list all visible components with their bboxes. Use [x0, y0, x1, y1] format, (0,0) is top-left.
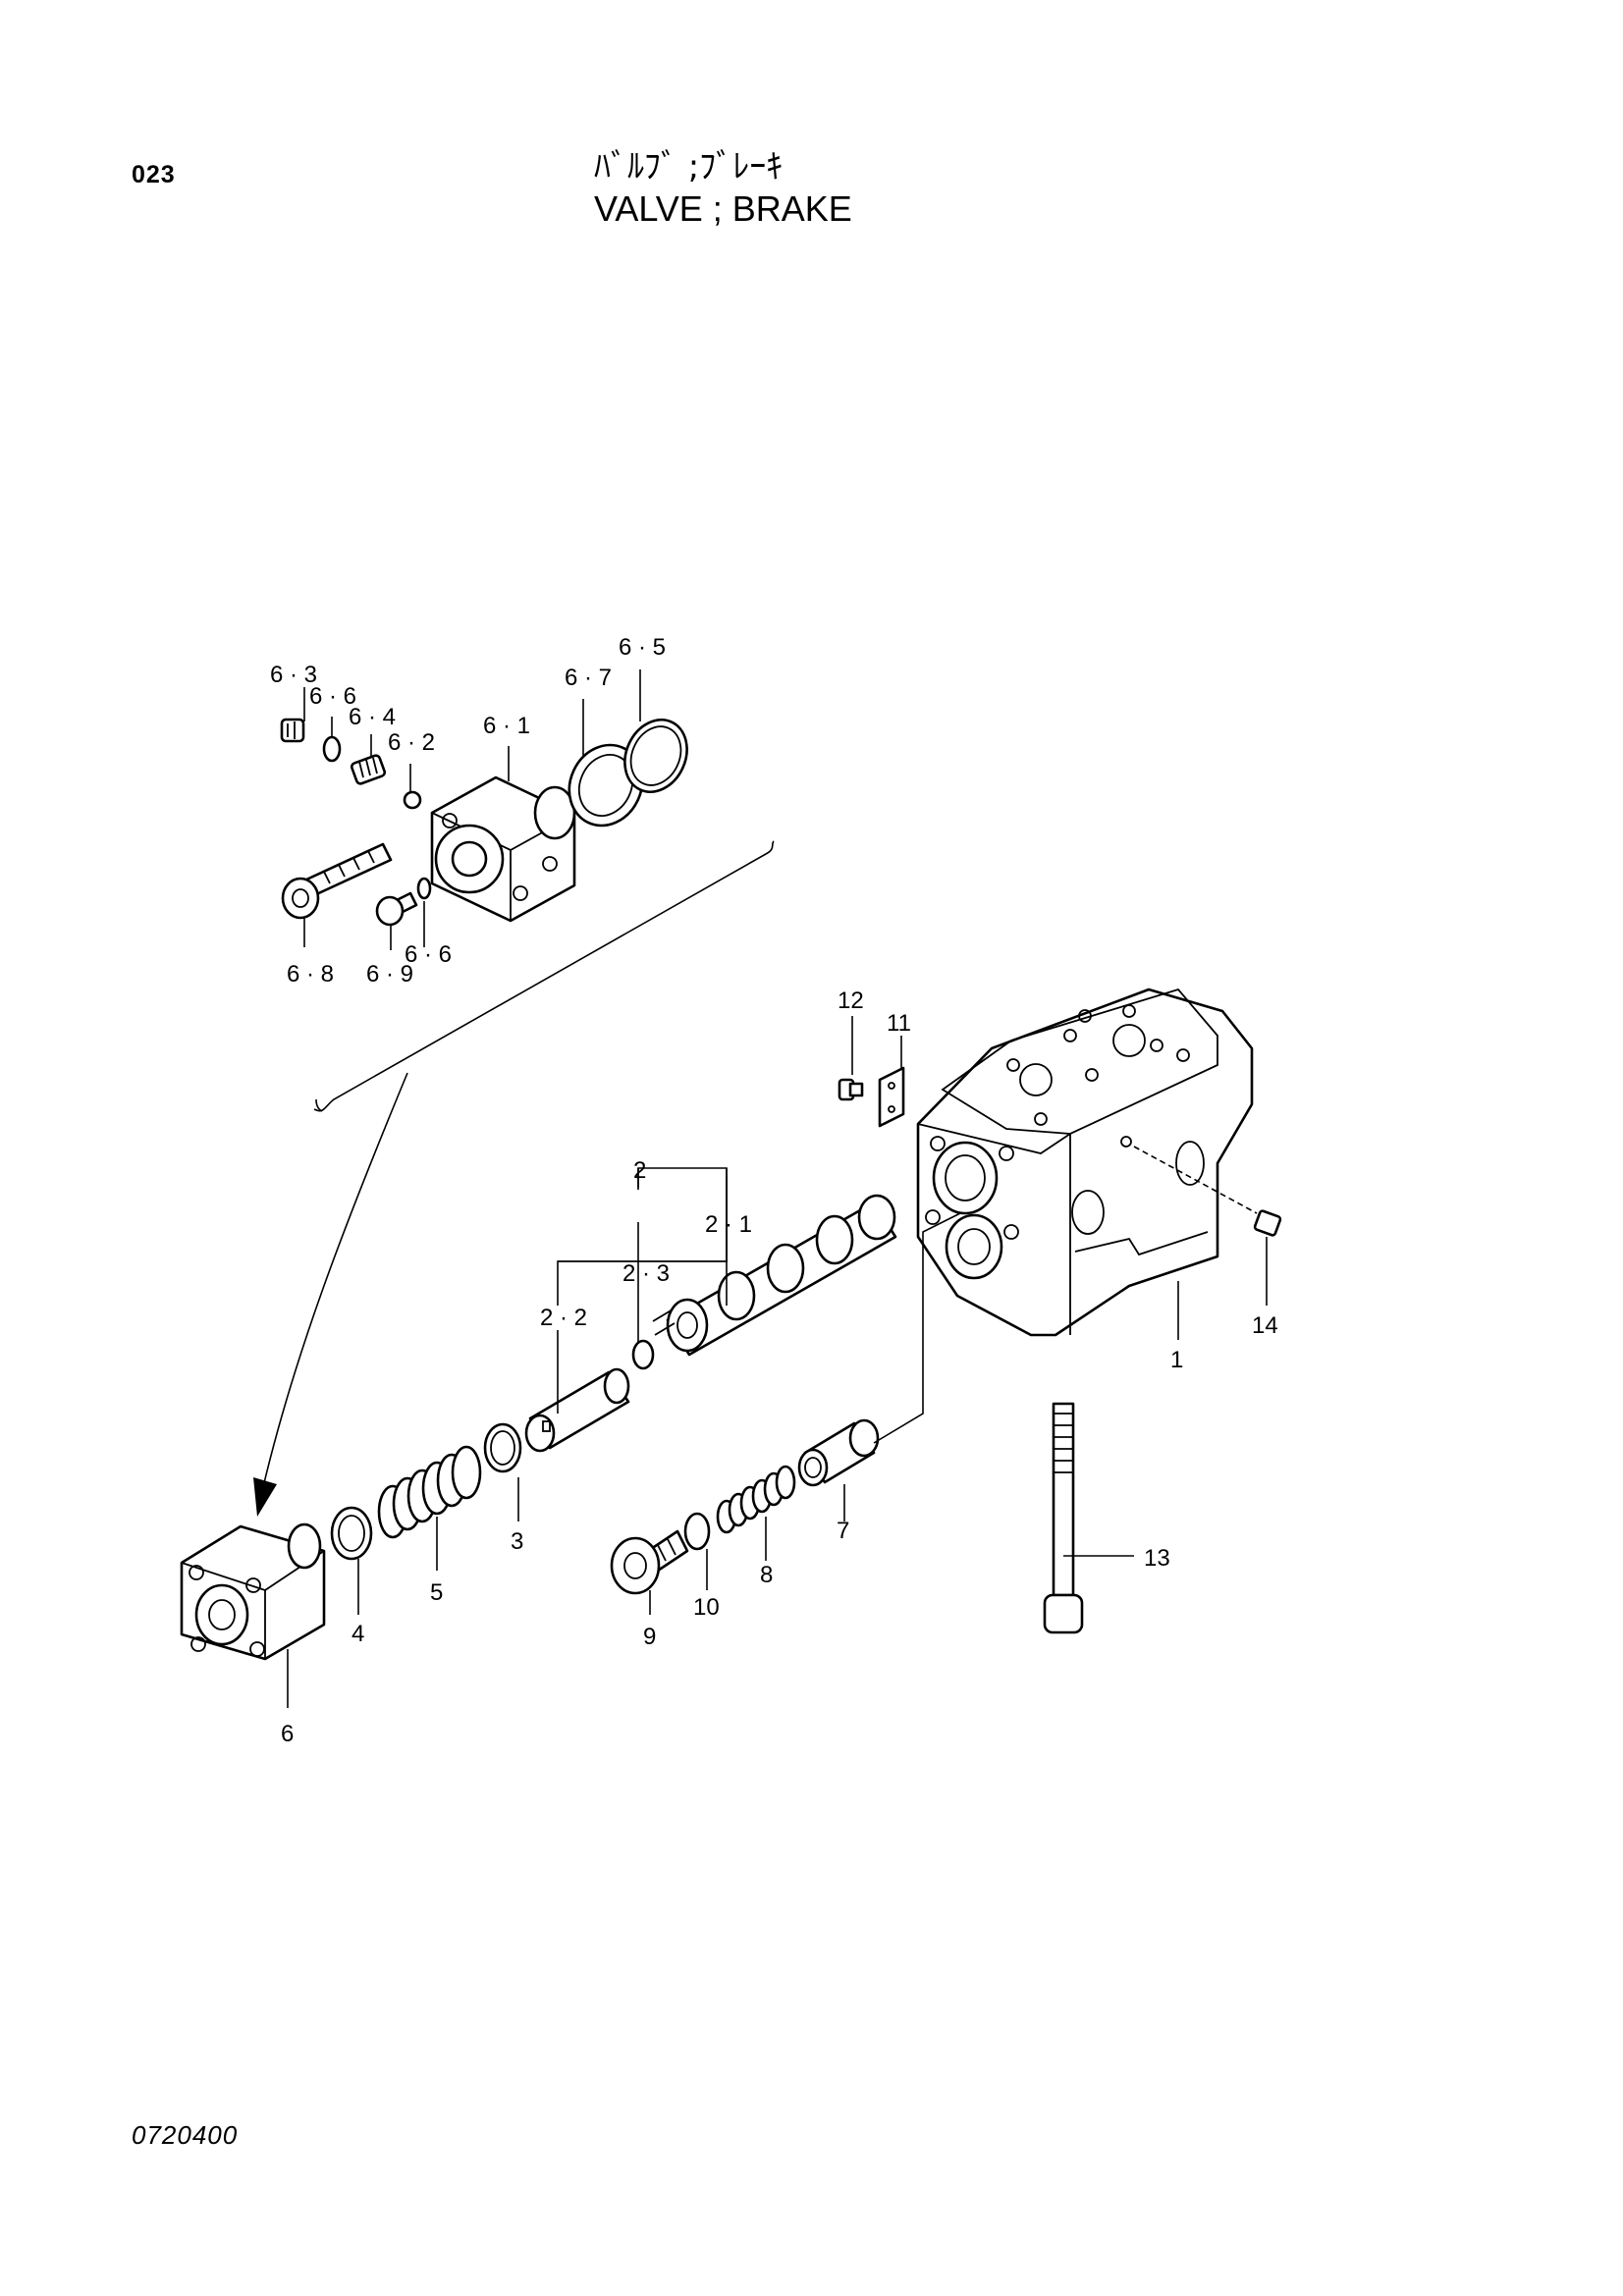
- title-english: VALVE ; BRAKE: [594, 188, 852, 229]
- callout-14: 14: [1252, 1312, 1278, 1339]
- callout-5: 5: [430, 1579, 443, 1606]
- part-1-valve-body: [916, 988, 1254, 1337]
- part-6-6-o-ring-lower: [416, 877, 432, 900]
- detail-arrow: [262, 1072, 408, 1488]
- callout-4: 4: [352, 1621, 364, 1647]
- callout-2: 2: [633, 1157, 646, 1184]
- part-8-spring: [716, 1465, 796, 1534]
- part-5-spring: [377, 1445, 482, 1539]
- part-6-4-spring: [350, 754, 387, 785]
- callout-11: 11: [887, 1010, 911, 1037]
- callout-6-3: 6 · 3: [270, 662, 317, 688]
- part-2-2-piston: [524, 1367, 630, 1453]
- callout-8: 8: [760, 1562, 773, 1588]
- callout-6-4: 6 · 4: [349, 704, 396, 730]
- callouts: 6 · 3 6 · 6 6 · 4 6 · 2 6 · 1 6 · 7 6 · …: [270, 634, 1278, 1747]
- part-6-1-cover: [430, 775, 576, 923]
- callout-6-2: 6 · 2: [388, 729, 435, 756]
- title-japanese: ﾊﾞﾙﾌﾞ ;ﾌﾞﾚｰｷ: [594, 147, 784, 187]
- leader-lines: [287, 1016, 1268, 1708]
- page-number: 023: [132, 161, 176, 188]
- part-9-plug: [610, 1529, 689, 1595]
- arrow-head: [253, 1477, 277, 1517]
- callout-6-6: 6 · 6: [309, 683, 356, 710]
- callout-2-1: 2 · 1: [705, 1211, 752, 1238]
- callout-10: 10: [693, 1594, 720, 1621]
- part-6-2-ball: [403, 790, 422, 810]
- part-6-9-plug: [375, 891, 418, 927]
- part-6-8-bolt: [281, 842, 393, 920]
- part-12-screw: [838, 1078, 864, 1101]
- callout-7: 7: [837, 1518, 849, 1544]
- part-7-sleeve: [797, 1418, 880, 1487]
- part-13-bolt: [1043, 1402, 1084, 1634]
- callout-2-3: 2 · 3: [622, 1260, 670, 1287]
- part-11-plate: [878, 1066, 905, 1128]
- drawing-code: 0720400: [132, 2120, 239, 2150]
- part-14-plug: [1133, 1146, 1282, 1237]
- part-2-3-ring: [631, 1339, 655, 1370]
- callout-6-8: 6 · 8: [287, 961, 334, 988]
- callout-9: 9: [643, 1624, 656, 1650]
- part-6-6-o-ring: [322, 735, 342, 763]
- callout-6-5: 6 · 5: [619, 634, 666, 661]
- callout-6-6-lower: 6 · 6: [405, 941, 452, 968]
- callout-6: 6: [281, 1721, 294, 1747]
- callout-12: 12: [838, 988, 864, 1014]
- part-6-cover: [180, 1522, 326, 1661]
- callout-6-7: 6 · 7: [565, 665, 612, 691]
- callout-2-2: 2 · 2: [540, 1305, 587, 1331]
- callout-1: 1: [1170, 1347, 1183, 1373]
- callout-13: 13: [1144, 1545, 1170, 1572]
- callout-3: 3: [511, 1528, 523, 1555]
- detail-view: [280, 669, 775, 1112]
- part-10-ring: [683, 1512, 711, 1551]
- callout-6-1: 6 · 1: [483, 713, 530, 739]
- callout-6-9: 6 · 9: [366, 961, 413, 988]
- part-6-3-plug: [280, 718, 305, 743]
- part-2-1-spool: [652, 1194, 897, 1357]
